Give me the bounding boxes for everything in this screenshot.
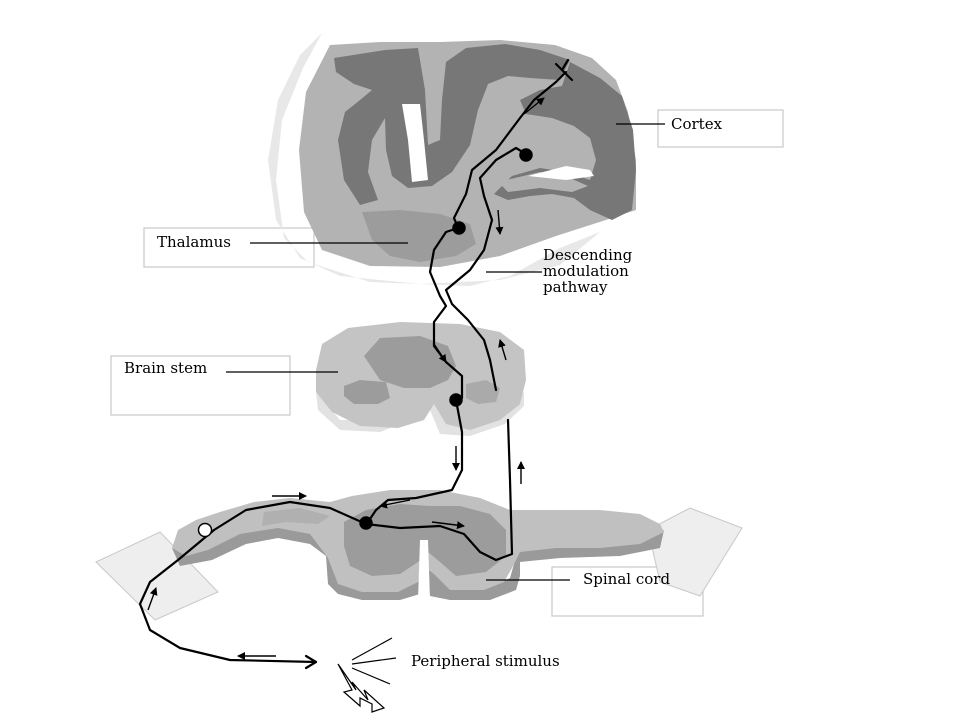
- neuron-cell-body-icon: [519, 148, 533, 162]
- leader-lines: [226, 123, 665, 581]
- brain-stem-label-box: [110, 355, 291, 416]
- spinal-central-split: [418, 540, 430, 600]
- sulcus-1: [402, 104, 428, 182]
- descending-label-line1: Descending: [543, 246, 633, 264]
- cortex-label-box: [657, 109, 784, 148]
- brain-shadow: [268, 33, 600, 286]
- cortex-label: Cortex: [671, 115, 723, 133]
- pathways: [138, 58, 574, 670]
- spinal-left-horn: [262, 508, 330, 526]
- neuron-cell-body-icon: [452, 221, 466, 235]
- arrow-cord-right-2: [431, 521, 465, 530]
- descending-pathway: [366, 226, 464, 524]
- spinal-cord-shadow: [172, 526, 664, 600]
- sulcus-2: [498, 172, 588, 192]
- descending-label-line3: pathway: [543, 278, 608, 296]
- arrow-cord-left: [379, 499, 411, 509]
- cortex-projection: [452, 70, 568, 230]
- brain-stem-right-lobe: [466, 380, 500, 404]
- right-tab: [647, 507, 743, 597]
- text-labels: Cortex Thalamus Descending modulation pa…: [124, 115, 723, 670]
- ascending-pathway: [138, 418, 514, 664]
- thalamus-label-box: [143, 227, 315, 268]
- arrow-brainstem-up: [498, 339, 507, 361]
- stimulus-ray-1: [351, 637, 393, 661]
- brain-stem-left-lobe: [344, 380, 390, 404]
- receptor-ending: [304, 654, 318, 670]
- arrow-cortex-up: [523, 97, 545, 115]
- arrow-periphery-up: [147, 587, 158, 611]
- label-boxes: [110, 109, 784, 617]
- direction-arrows: [147, 97, 545, 660]
- spinal-cord-label: Spinal cord: [583, 570, 670, 588]
- neuron-cell-body-icon: [359, 516, 373, 530]
- cortex-gray-matter-left: [334, 44, 570, 205]
- arrow-brainstem-down: [433, 343, 447, 363]
- dorsal-root-ganglion-icon: [197, 522, 213, 538]
- peripheral-stimulus-label: Peripheral stimulus: [411, 652, 560, 670]
- cortex-fiber-tip: [554, 58, 574, 82]
- ascending-pathway-upper: [444, 146, 528, 392]
- brain-stem-inner: [364, 336, 456, 388]
- stimulus-ray-2: [351, 657, 397, 665]
- brain-stem-label: Brain stem: [124, 359, 207, 377]
- peripheral-stimulus-graphic: [337, 637, 397, 713]
- neurons: [197, 148, 533, 538]
- arrow-cortex-down: [495, 209, 504, 235]
- descending-label-line2: modulation: [543, 262, 629, 280]
- neuron-cell-body-icon: [449, 393, 463, 407]
- lightning-bolt-icon: [337, 663, 386, 713]
- sulcus-3: [528, 166, 594, 180]
- stimulus-ray-3: [351, 667, 391, 685]
- thalamus-label: Thalamus: [157, 233, 231, 251]
- brain-section: [268, 33, 636, 286]
- brain-stem-section: [316, 322, 526, 436]
- thalamus-region: [362, 210, 476, 262]
